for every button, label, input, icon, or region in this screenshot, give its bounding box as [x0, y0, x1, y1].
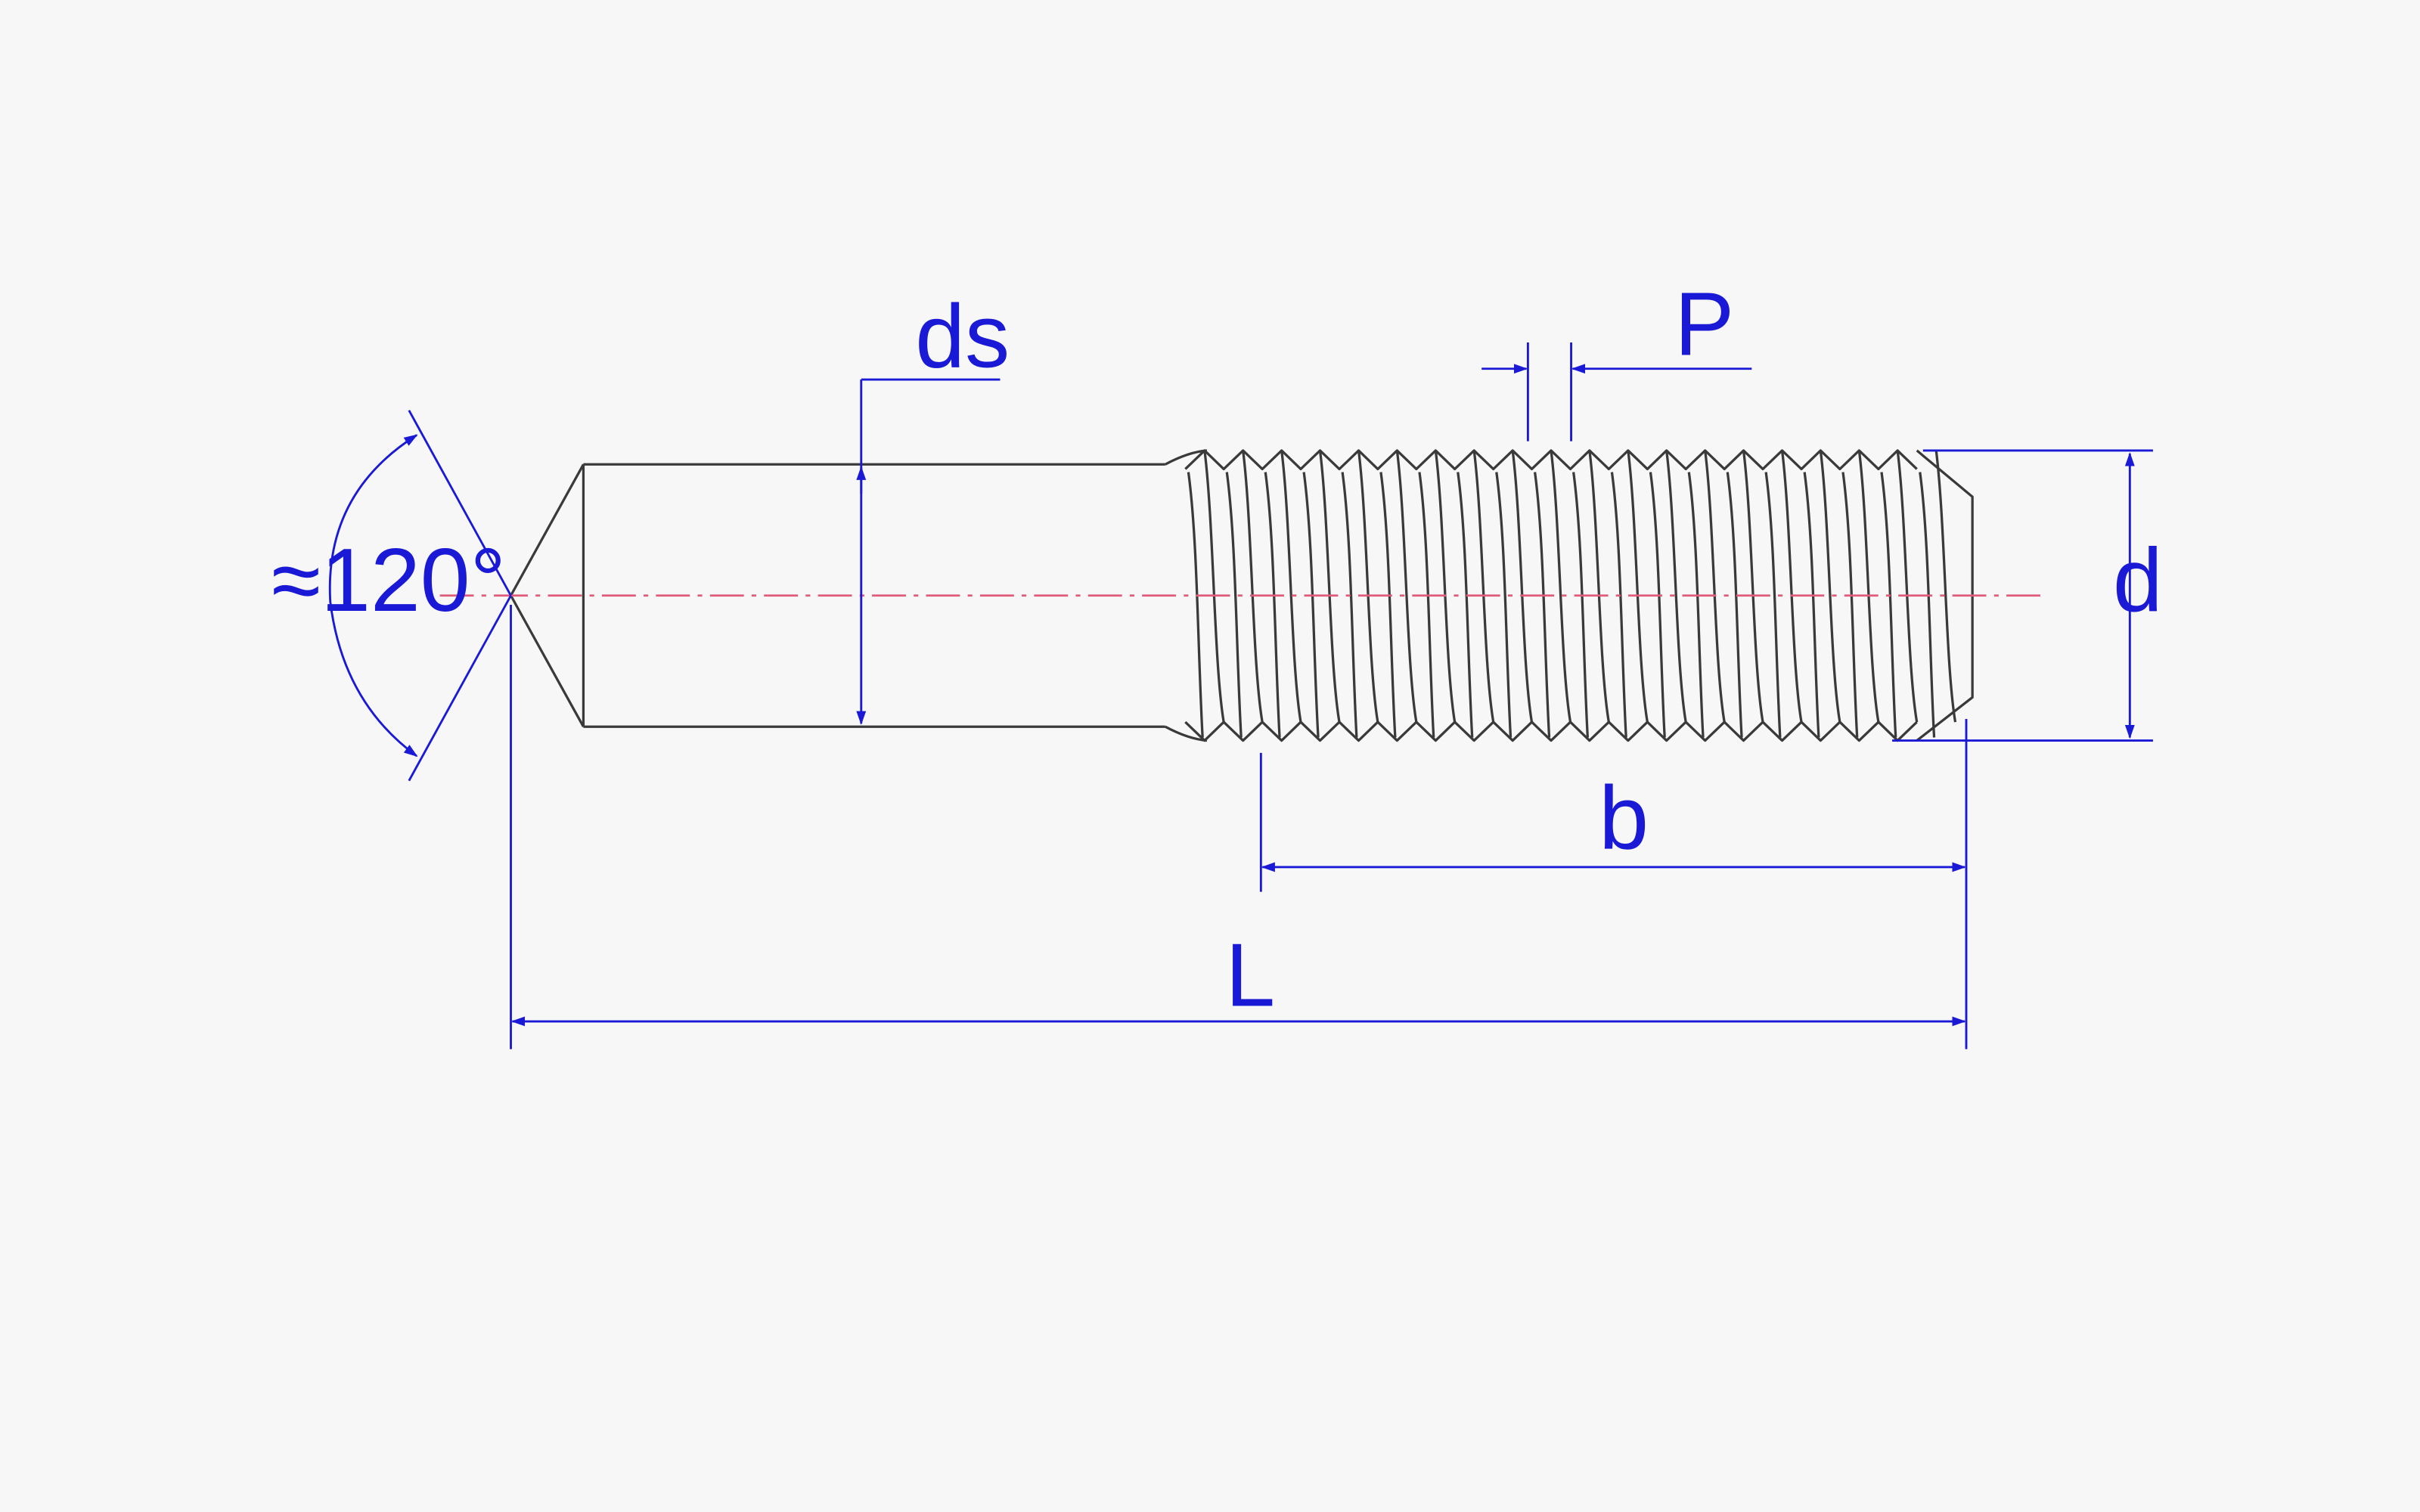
angle-extension-lower [408, 595, 512, 782]
thread-root-line [1841, 472, 1859, 738]
angle-extension-upper [408, 410, 512, 596]
thread-flank-line [1242, 450, 1264, 723]
thread-flank-line [1434, 450, 1457, 723]
thread-root-line [1225, 472, 1243, 738]
thread-root-line [1803, 472, 1820, 738]
thread-flank-line [1934, 450, 1957, 723]
angle-arc [328, 434, 418, 758]
thread-root-line [1418, 472, 1435, 738]
thread-flank-line [1704, 450, 1726, 723]
thread-end-chamfer [1916, 449, 1974, 742]
thread-root-line [1571, 472, 1590, 738]
thread-flank-line [1280, 450, 1302, 723]
thread-root-line [1457, 472, 1474, 738]
thread-flank-line [1511, 450, 1534, 723]
thread-root-line [1495, 472, 1512, 738]
thread-root-line [1533, 472, 1551, 738]
thread-flank-line [1588, 450, 1610, 723]
thread-flank-line [1318, 450, 1341, 723]
thread-root-line [1610, 472, 1627, 738]
thread-root-line [1302, 472, 1320, 738]
thread-root-line [1880, 472, 1897, 738]
thread-flank-line [1665, 450, 1687, 723]
thread-root-line [1919, 472, 1936, 738]
thread-flank-line [1203, 450, 1225, 723]
angle-label: ≈120° [271, 531, 506, 631]
thread-root-line [1687, 472, 1705, 738]
thread-flank-line [1742, 450, 1764, 723]
thread-flank-line [1857, 450, 1880, 723]
thread-root-line [1264, 472, 1281, 738]
L-label: L [1225, 926, 1275, 1026]
thread-root-line [1764, 472, 1782, 738]
b-label: b [1599, 768, 1649, 868]
thread-root-line [1187, 472, 1204, 738]
dimensions [328, 342, 2153, 1049]
thread-flank-line [1780, 450, 1803, 723]
ds-label: ds [915, 287, 1010, 387]
thread-root-line [1379, 472, 1397, 738]
thread-flank-line [1896, 450, 1919, 723]
thread-flank-line [1819, 450, 1841, 723]
thread-root-line [1341, 472, 1358, 738]
thread-root-line [1649, 472, 1666, 738]
thread-section [1184, 449, 1957, 742]
thread-flank-line [1550, 450, 1572, 723]
pitch-label: P [1674, 274, 1734, 374]
screw-outline [509, 449, 1974, 742]
thread-flank-line [1627, 450, 1649, 723]
thread-bottom-profile [1184, 720, 1918, 742]
thread-root-line [1726, 472, 1743, 738]
thread-flank-line [1472, 450, 1495, 723]
d-label: d [2113, 531, 2163, 631]
thread-flank-line [1395, 450, 1418, 723]
thread-flank-line [1357, 450, 1379, 723]
